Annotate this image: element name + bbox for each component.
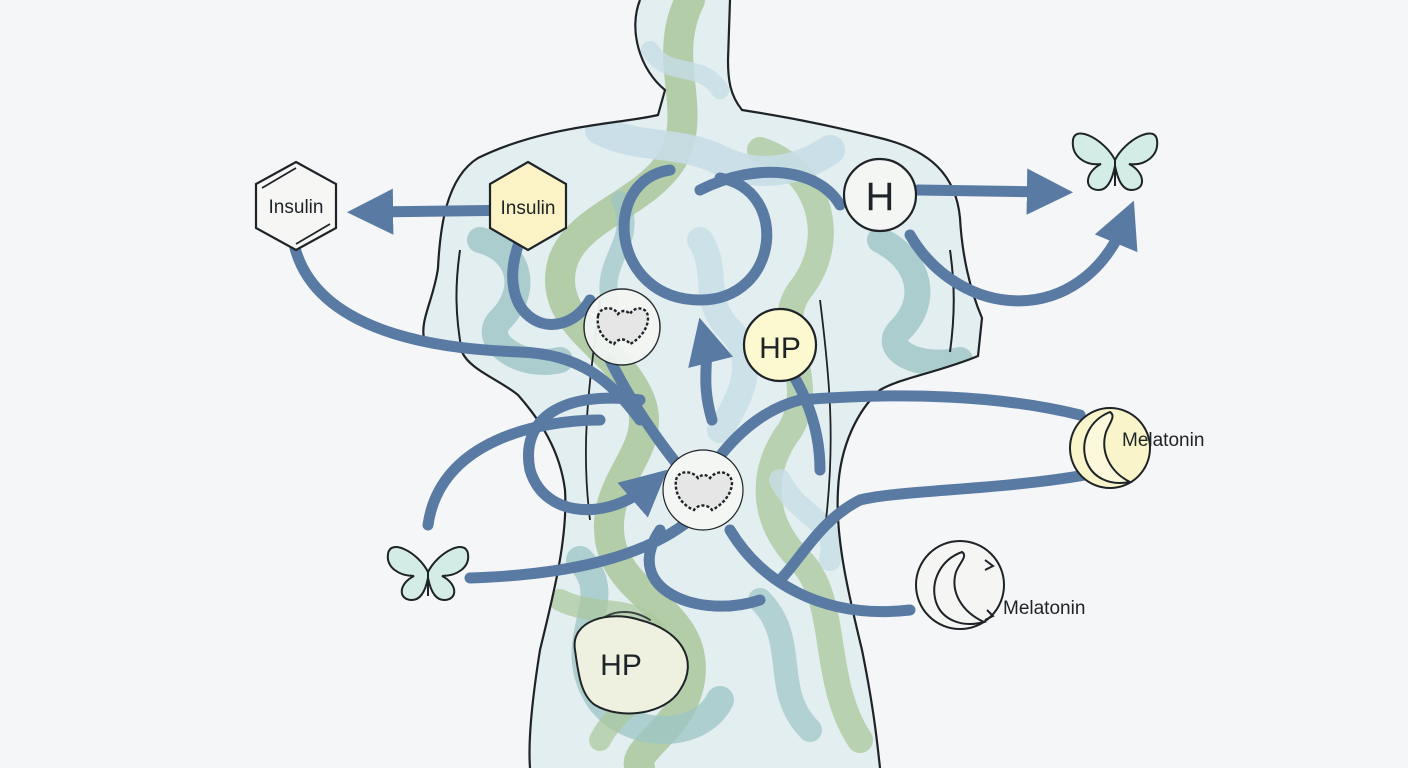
thyroid-icon <box>674 471 734 512</box>
torso-inner-right <box>819 299 832 521</box>
loop-center-right <box>694 166 846 211</box>
pathway-arrows <box>289 164 1138 617</box>
butterfly-left <box>386 546 470 602</box>
insulin-hexagon-center: Insulin <box>488 160 568 252</box>
arm-left-outline <box>455 249 463 353</box>
hp-bottom-label: HP <box>600 649 642 682</box>
curve-hexagon-down <box>289 242 646 426</box>
melatonin-bottom-label: Melatonin <box>1003 598 1085 619</box>
curve-thyroid-to-melatonin-bottom <box>724 524 916 617</box>
butterfly-top-right <box>1071 132 1159 192</box>
curve-butterfly-left-right <box>464 514 696 584</box>
arrow-up-to-hp <box>688 317 734 426</box>
curve-insulin-to-thyroid <box>507 234 596 330</box>
thyroid-node-center <box>662 449 744 531</box>
insulin-center-label: Insulin <box>501 198 556 219</box>
crescent-moon-icon <box>933 550 987 625</box>
curve-lower-cross <box>643 524 766 612</box>
melatonin-node-right: Melatonin <box>1069 407 1204 489</box>
melatonin-node-bottom: Melatonin <box>915 540 1085 630</box>
arrow-up-to-butterfly <box>904 200 1138 307</box>
hp-organ-blob <box>573 615 689 715</box>
loop-lower-left <box>523 392 668 518</box>
insulin-hexagon-left: Insulin <box>254 160 338 252</box>
h-node-label: H <box>866 175 895 219</box>
thyroid-node-upper <box>583 288 661 366</box>
thyroid-icon <box>596 307 650 346</box>
melatonin-right-label: Melatonin <box>1122 430 1204 451</box>
loop-center-left <box>618 164 773 306</box>
curve-butterfly-left-up <box>422 414 606 531</box>
h-node: H <box>842 157 918 233</box>
hp-node-right: HP <box>742 307 818 383</box>
curve-melatonin-right-bottom <box>774 469 1091 586</box>
insulin-left-label: Insulin <box>269 197 324 218</box>
crescent-moon-icon <box>1083 410 1134 484</box>
hp-right-label: HP <box>759 332 801 365</box>
arrow-h-to-right <box>912 168 1074 215</box>
curve-melatonin-right-top <box>704 390 1086 476</box>
arm-right-outline <box>949 249 955 353</box>
